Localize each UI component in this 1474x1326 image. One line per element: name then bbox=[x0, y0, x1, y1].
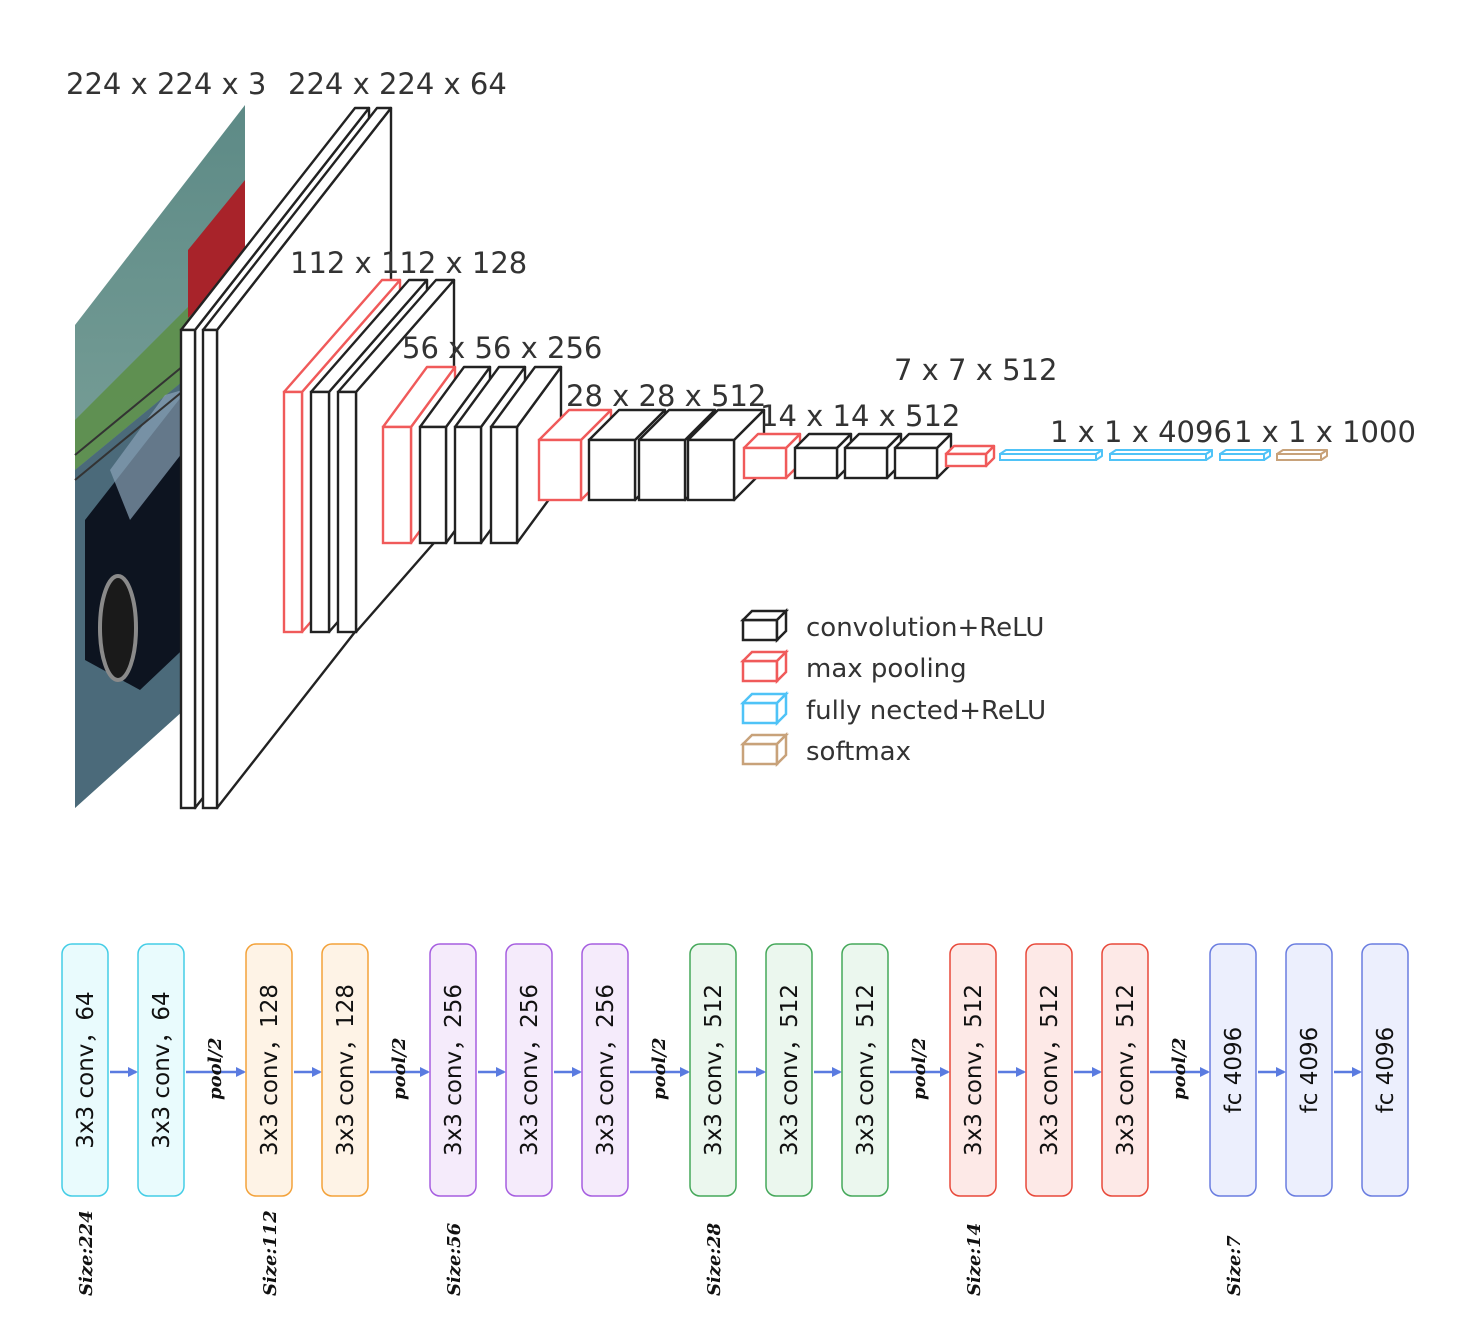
legend: convolution+ReLU max pooling fully necte… bbox=[739, 607, 1046, 768]
flow-block-label: 3x3 conv，512 bbox=[1113, 984, 1139, 1156]
pool-label: pool/2 bbox=[1169, 1037, 1190, 1100]
size-label-5: Size:14 bbox=[964, 1223, 985, 1296]
legend-label-conv: convolution+ReLU bbox=[806, 613, 1044, 643]
flow-block-label: 3x3 conv，256 bbox=[517, 984, 543, 1156]
layer-block-15 bbox=[793, 432, 853, 480]
dim-label-conv4: 28 x 28 x 512 bbox=[566, 379, 766, 413]
flow-block-label: 3x3 conv，512 bbox=[1037, 984, 1063, 1156]
pool-label: pool/2 bbox=[649, 1037, 670, 1100]
legend-label-maxpool: max pooling bbox=[806, 654, 967, 684]
flow-block: 3x3 conv，256 bbox=[429, 943, 477, 1197]
flow-block-label: 3x3 conv，128 bbox=[257, 984, 283, 1156]
layer-block-20 bbox=[1109, 449, 1213, 461]
legend-label-fc: fully nected+ReLU bbox=[806, 696, 1046, 726]
size-label-1: Size:224 bbox=[76, 1210, 97, 1296]
layer-block-14 bbox=[742, 432, 802, 480]
legend-swatch-softmax bbox=[739, 731, 790, 768]
dim-label-softmax: 1 x 1 x 1000 bbox=[1234, 415, 1416, 449]
flow-block-label: 3x3 conv，256 bbox=[593, 984, 619, 1156]
legend-item-maxpool: max pooling bbox=[739, 648, 967, 685]
flow-block: 3x3 conv，128 bbox=[321, 943, 369, 1197]
dim-label-conv2: 112 x 112 x 128 bbox=[290, 246, 527, 280]
flow-block: 3x3 conv，64 bbox=[137, 943, 185, 1197]
legend-item-fc: fully nected+ReLU bbox=[739, 690, 1046, 727]
flow-block-label: 3x3 conv，512 bbox=[853, 984, 879, 1156]
size-label-4: Size:28 bbox=[704, 1222, 725, 1296]
legend-swatch-conv bbox=[739, 607, 790, 644]
flow-block-label: 3x3 conv，512 bbox=[961, 984, 987, 1156]
dim-label-conv5: 14 x 14 x 512 bbox=[760, 399, 960, 433]
flow-block: 3x3 conv，512 bbox=[841, 943, 889, 1197]
legend-swatch-fc bbox=[739, 690, 790, 727]
flow-block: 3x3 conv，512 bbox=[689, 943, 737, 1197]
size-label-2: Size:112 bbox=[260, 1210, 281, 1296]
flow-block-label: fc 4096 bbox=[1221, 1027, 1247, 1114]
flow-block-label: 3x3 conv，64 bbox=[73, 991, 99, 1148]
flow-block-label: 3x3 conv，128 bbox=[333, 984, 359, 1156]
flow-block: 3x3 conv，128 bbox=[245, 943, 293, 1197]
flow-block: 3x3 conv，512 bbox=[949, 943, 997, 1197]
legend-item-softmax: softmax bbox=[739, 731, 911, 768]
layer-block-18 bbox=[944, 444, 996, 468]
layer-blocks bbox=[179, 106, 1328, 810]
dim-label-conv3: 56 x 56 x 256 bbox=[402, 331, 602, 365]
flow-block-label: 3x3 conv，512 bbox=[701, 984, 727, 1156]
layer-block-17 bbox=[893, 432, 953, 480]
size-label-6: Size:7 bbox=[1224, 1235, 1245, 1296]
flow-block: 3x3 conv，64 bbox=[61, 943, 109, 1197]
pool-label: pool/2 bbox=[909, 1037, 930, 1100]
flow-block-label: 3x3 conv，256 bbox=[441, 984, 467, 1156]
legend-label-softmax: softmax bbox=[806, 737, 911, 767]
flow-block-label: fc 4096 bbox=[1297, 1027, 1323, 1114]
flow-block-label: 3x3 conv，64 bbox=[149, 991, 175, 1148]
pool-label: pool/2 bbox=[389, 1037, 410, 1100]
flow-block: 3x3 conv，512 bbox=[1101, 943, 1149, 1197]
dim-label-input: 224 x 224 x 3 bbox=[66, 67, 266, 101]
flow-block: fc 4096 bbox=[1285, 943, 1333, 1197]
legend-item-conv: convolution+ReLU bbox=[739, 607, 1044, 644]
flow-block: 3x3 conv，512 bbox=[1025, 943, 1073, 1197]
legend-swatch-maxpool bbox=[739, 648, 790, 685]
flow-block-label: fc 4096 bbox=[1373, 1027, 1399, 1114]
flow-block: 3x3 conv，256 bbox=[581, 943, 629, 1197]
dim-label-fc: 1 x 1 x 4096 bbox=[1050, 415, 1232, 449]
flow-block-label: 3x3 conv，512 bbox=[777, 984, 803, 1156]
layer-block-22 bbox=[1276, 449, 1328, 461]
flow-block: 3x3 conv，256 bbox=[505, 943, 553, 1197]
size-label-3: Size:56 bbox=[444, 1222, 465, 1296]
flow-block: 3x3 conv，512 bbox=[765, 943, 813, 1197]
dim-label-conv1: 224 x 224 x 64 bbox=[288, 67, 507, 101]
dim-label-pool5: 7 x 7 x 512 bbox=[894, 353, 1057, 387]
flow-block: fc 4096 bbox=[1209, 943, 1257, 1197]
layer-block-19 bbox=[999, 449, 1103, 461]
pool-label: pool/2 bbox=[205, 1037, 226, 1100]
layer-block-16 bbox=[843, 432, 903, 480]
layer-block-21 bbox=[1219, 449, 1271, 461]
flow-block: fc 4096 bbox=[1361, 943, 1409, 1197]
